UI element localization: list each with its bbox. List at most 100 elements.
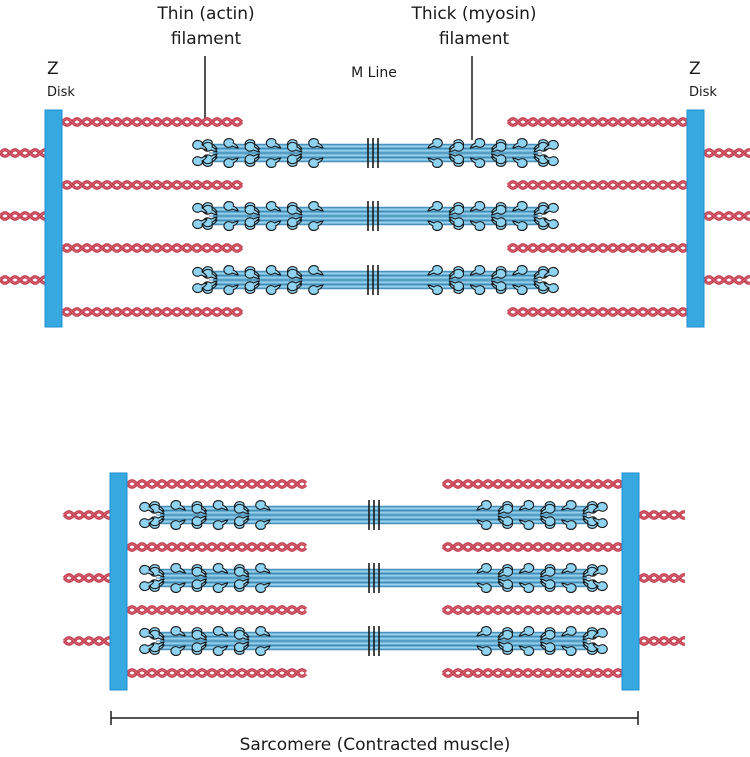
myosin-head bbox=[191, 578, 207, 590]
myosin-head bbox=[233, 629, 250, 641]
myosin-head bbox=[469, 220, 486, 231]
myosin-head bbox=[192, 155, 208, 166]
sarcomere-caption: Sarcomere (Contracted muscle) bbox=[240, 735, 511, 755]
myosin-head bbox=[543, 267, 559, 278]
z-disk-label-left-line2: Disk bbox=[47, 85, 75, 100]
myosin-head bbox=[192, 140, 208, 151]
myosin-head bbox=[561, 563, 577, 574]
myosin-head bbox=[518, 563, 535, 574]
myosin-head bbox=[491, 216, 507, 228]
myosin-head bbox=[512, 220, 528, 231]
myosin-head bbox=[497, 566, 514, 578]
myosin-head bbox=[212, 582, 229, 593]
myosin-head bbox=[497, 515, 514, 527]
myosin-head bbox=[476, 519, 492, 530]
myosin-head bbox=[476, 645, 492, 656]
myosin-head bbox=[491, 141, 507, 153]
myosin-head bbox=[265, 138, 282, 149]
myosin-head bbox=[255, 626, 271, 637]
myosin-head bbox=[476, 626, 492, 637]
myosin-head bbox=[139, 580, 155, 591]
myosin-head bbox=[427, 220, 443, 231]
actin-thin-filament bbox=[506, 307, 689, 317]
myosin-head bbox=[512, 201, 528, 212]
myosin-head bbox=[308, 138, 324, 149]
myosin-head bbox=[308, 265, 324, 276]
myosin-thick-filament bbox=[139, 563, 608, 593]
m-line-label: M Line bbox=[351, 65, 397, 81]
myosin-head bbox=[512, 265, 528, 276]
z-disk bbox=[686, 109, 705, 328]
sarcomere-contracted bbox=[62, 472, 686, 691]
actin-thin-filament bbox=[60, 243, 244, 253]
myosin-head bbox=[476, 500, 492, 511]
myosin-head bbox=[540, 641, 556, 653]
myosin-head bbox=[191, 515, 207, 527]
myosin-head bbox=[170, 500, 186, 511]
myosin-thick-filament bbox=[192, 201, 559, 231]
z-disk-label-right-line1: Z bbox=[689, 59, 701, 79]
myosin-head bbox=[212, 500, 229, 511]
myosin-head bbox=[233, 566, 250, 578]
myosin-head bbox=[543, 155, 559, 166]
actin-thin-filament bbox=[0, 211, 46, 221]
myosin-thick-filament bbox=[139, 500, 608, 530]
myosin-head bbox=[518, 582, 535, 593]
z-disk-label-left-line1: Z bbox=[47, 59, 59, 79]
myosin-head bbox=[518, 519, 535, 530]
actin-thin-filament bbox=[62, 510, 111, 520]
thick-filament-label-line1: Thick (myosin) bbox=[410, 4, 536, 24]
myosin-thick-filament bbox=[192, 265, 559, 295]
myosin-head bbox=[286, 216, 303, 228]
actin-thin-filament bbox=[125, 542, 308, 552]
myosin-head bbox=[497, 641, 514, 653]
myosin-head bbox=[265, 284, 282, 295]
myosin-head bbox=[427, 138, 443, 149]
myosin-thick-filament bbox=[139, 626, 608, 656]
thick-filament-label: Thick (myosin) filament bbox=[410, 4, 537, 140]
myosin-head bbox=[592, 565, 608, 576]
myosin-head bbox=[518, 626, 535, 637]
myosin-head bbox=[170, 645, 186, 656]
myosin-head bbox=[497, 503, 514, 515]
myosin-head bbox=[308, 284, 324, 295]
myosin-head bbox=[308, 201, 324, 212]
myosin-head bbox=[255, 645, 271, 656]
myosin-head bbox=[244, 268, 260, 280]
myosin-head bbox=[518, 500, 535, 511]
myosin-head bbox=[448, 153, 465, 165]
myosin-head bbox=[265, 201, 282, 212]
actin-thin-filament bbox=[506, 243, 689, 253]
myosin-head bbox=[469, 201, 486, 212]
myosin-head bbox=[255, 582, 271, 593]
actin-thin-filament bbox=[62, 636, 111, 646]
myosin-head bbox=[191, 629, 207, 641]
actin-thin-filament bbox=[125, 668, 308, 678]
sarcomere-relaxed bbox=[0, 109, 750, 328]
myosin-head bbox=[561, 626, 577, 637]
myosin-head bbox=[540, 515, 556, 527]
myosin-head bbox=[543, 282, 559, 293]
myosin-head bbox=[170, 582, 186, 593]
myosin-head bbox=[308, 220, 324, 231]
myosin-thick-filament bbox=[192, 138, 559, 168]
myosin-head bbox=[592, 502, 608, 513]
z-disk bbox=[109, 472, 128, 691]
myosin-head bbox=[244, 216, 260, 228]
myosin-head bbox=[244, 204, 260, 216]
myosin-head bbox=[286, 141, 303, 153]
myosin-head bbox=[212, 645, 229, 656]
myosin-head bbox=[192, 267, 208, 278]
z-disk bbox=[621, 472, 640, 691]
z-disk bbox=[44, 109, 63, 328]
myosin-head bbox=[592, 643, 608, 654]
myosin-head bbox=[592, 517, 608, 528]
myosin-head bbox=[223, 265, 239, 276]
sarcomere-scale-bar bbox=[110, 711, 639, 725]
myosin-head bbox=[212, 563, 229, 574]
myosin-head bbox=[427, 201, 443, 212]
actin-thin-filament bbox=[60, 117, 244, 127]
myosin-head bbox=[469, 265, 486, 276]
myosin-head bbox=[223, 201, 239, 212]
myosin-head bbox=[191, 503, 207, 515]
